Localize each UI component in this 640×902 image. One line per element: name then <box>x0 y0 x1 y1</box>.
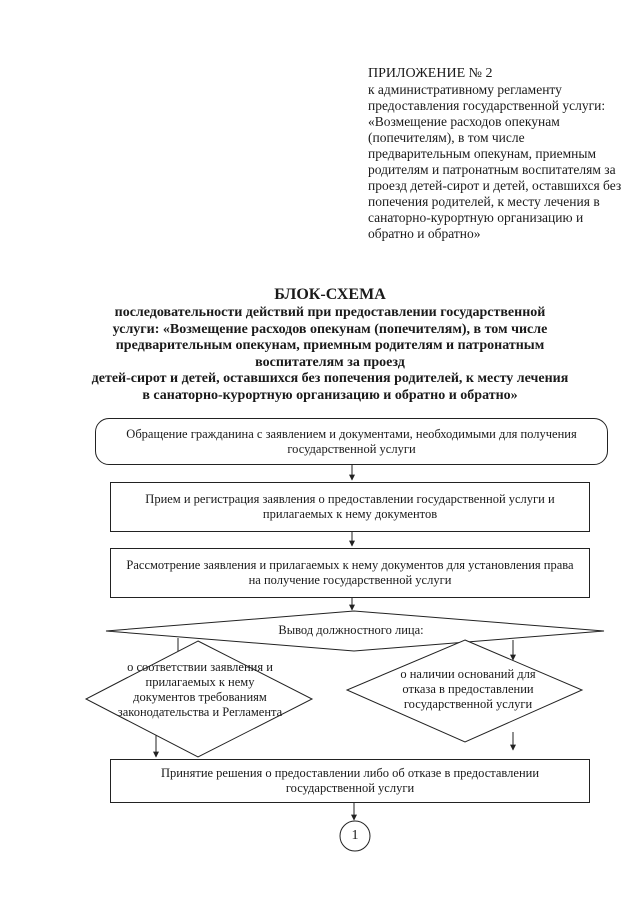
heading-title: БЛОК-СХЕМА <box>274 286 386 303</box>
heading-subtitle-line: детей-сирот и детей, оставшихся без попе… <box>91 371 569 386</box>
heading-subtitle-line: предварительным опекунам, приемным родит… <box>115 338 545 353</box>
heading-subtitle-line: воспитателям за проезд <box>255 354 405 370</box>
decision-left-diamond <box>84 640 314 758</box>
step-decision: Принятие решения о предоставлении либо о… <box>110 759 590 803</box>
appendix-text: к административному регламенту предостав… <box>368 82 622 241</box>
decision-main-diamond <box>105 610 605 652</box>
decision-right-diamond <box>345 639 584 743</box>
decision-left-label: о соответствии заявления и прилагаемых к… <box>117 660 283 719</box>
flowchart-heading: БЛОК-СХЕМА последовательности действий п… <box>30 286 630 404</box>
decision-main-label: Вывод должностного лица: <box>278 623 424 637</box>
step-registration: Прием и регистрация заявления о предоста… <box>110 482 590 532</box>
page-connector-label: 1 <box>351 828 359 843</box>
step-application: Обращение гражданина с заявлением и доку… <box>95 418 608 465</box>
heading-subtitle-line: услуги: «Возмещение расходов опекунам (п… <box>112 321 548 337</box>
heading-subtitle-line: в санаторно-курортную организацию и обра… <box>142 387 518 403</box>
appendix-title: ПРИЛОЖЕНИЕ № 2 <box>368 66 493 81</box>
heading-subtitle-line: последовательности действий при предоста… <box>114 305 546 320</box>
appendix-note: ПРИЛОЖЕНИЕ № 2 к административному регла… <box>368 66 630 242</box>
step-review: Рассмотрение заявления и прилагаемых к н… <box>110 548 590 598</box>
decision-right-label: о наличии оснований для отказа в предост… <box>400 667 536 711</box>
page-connector-circle <box>339 820 371 852</box>
